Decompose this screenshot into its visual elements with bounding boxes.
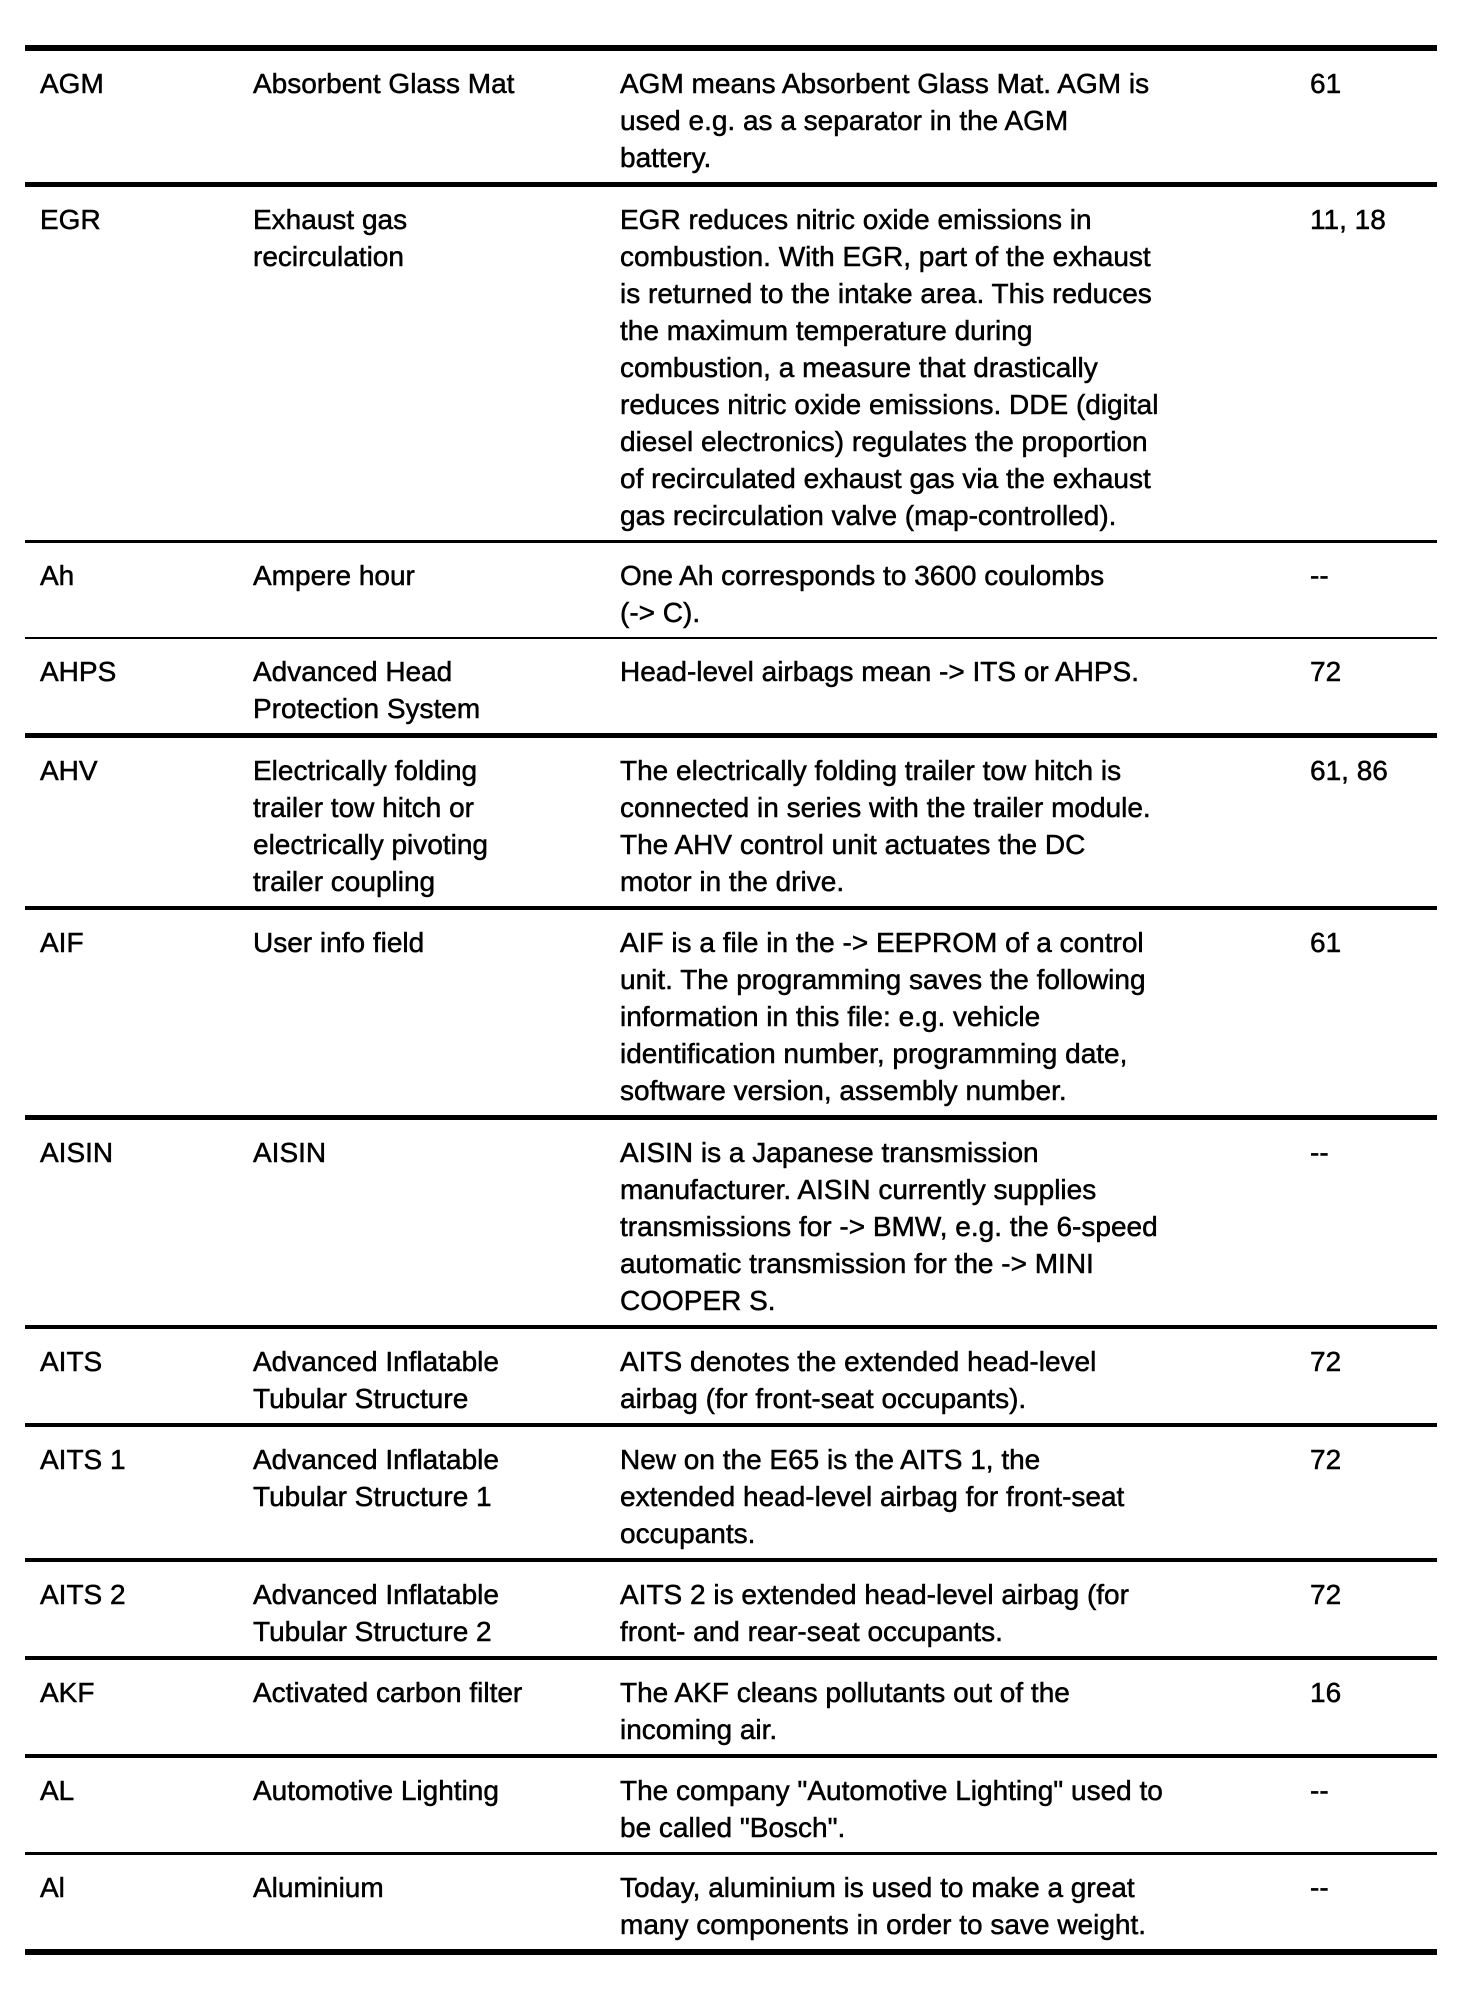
abbr-cell: AHV	[40, 755, 98, 787]
pages-cell: --	[1310, 1775, 1329, 1807]
table-row: Al Aluminium Today, aluminium is used to…	[25, 1855, 1437, 1955]
abbr-cell: AITS	[40, 1346, 103, 1378]
table-row: AISIN AISIN AISIN is a Japanese transmis…	[25, 1120, 1437, 1329]
pages-cell: --	[1310, 560, 1329, 592]
description-cell: AISIN is a Japanese transmission manufac…	[620, 1137, 1158, 1317]
description-cell: AIF is a file in the -> EEPROM of a cont…	[620, 927, 1146, 1107]
pages-cell: 16	[1310, 1677, 1342, 1709]
term-cell: Advanced Inflatable Tubular Structure	[253, 1346, 499, 1415]
description-cell: The electrically folding trailer tow hit…	[620, 755, 1151, 898]
term-cell: Advanced Inflatable Tubular Structure 1	[253, 1444, 499, 1513]
description-cell: Today, aluminium is used to make a great…	[620, 1872, 1147, 1941]
table-row: AHPS Advanced Head Protection System Hea…	[25, 639, 1437, 738]
abbr-cell: Ah	[40, 560, 75, 592]
abbr-cell: AIF	[40, 927, 84, 959]
description-cell: New on the E65 is the AITS 1, the extend…	[620, 1444, 1125, 1550]
pages-cell: 61	[1310, 68, 1342, 100]
pages-cell: 72	[1310, 1579, 1342, 1611]
table-row: AITS Advanced Inflatable Tubular Structu…	[25, 1329, 1437, 1427]
pages-cell: 72	[1310, 656, 1342, 688]
table-row: AITS 2 Advanced Inflatable Tubular Struc…	[25, 1562, 1437, 1660]
pages-cell: 61, 86	[1310, 755, 1388, 787]
description-cell: The AKF cleans pollutants out of the inc…	[620, 1677, 1070, 1746]
table-row: AIF User info field AIF is a file in the…	[25, 910, 1437, 1120]
abbr-cell: AITS 2	[40, 1579, 126, 1611]
description-cell: AGM means Absorbent Glass Mat. AGM is us…	[620, 68, 1150, 174]
term-cell: Activated carbon filter	[253, 1677, 523, 1709]
abbr-cell: AHPS	[40, 656, 117, 688]
abbr-cell: Al	[40, 1872, 65, 1904]
glossary-table: AGM Absorbent Glass Mat AGM means Absorb…	[25, 45, 1437, 1955]
abbr-cell: AGM	[40, 68, 104, 100]
term-cell: AISIN	[253, 1137, 327, 1169]
pages-cell: 72	[1310, 1346, 1342, 1378]
table-row: AL Automotive Lighting The company "Auto…	[25, 1758, 1437, 1855]
pages-cell: 72	[1310, 1444, 1342, 1476]
table-row: AITS 1 Advanced Inflatable Tubular Struc…	[25, 1427, 1437, 1562]
pages-cell: 61	[1310, 927, 1342, 959]
description-cell: AITS 2 is extended head-level airbag (fo…	[620, 1579, 1129, 1648]
abbr-cell: EGR	[40, 204, 101, 236]
description-cell: The company "Automotive Lighting" used t…	[620, 1775, 1163, 1844]
description-cell: EGR reduces nitric oxide emissions in co…	[620, 204, 1159, 532]
table-row: AKF Activated carbon filter The AKF clea…	[25, 1660, 1437, 1758]
description-cell: Head-level airbags mean -> ITS or AHPS.	[620, 656, 1140, 688]
term-cell: Aluminium	[253, 1872, 384, 1904]
term-cell: Absorbent Glass Mat	[253, 68, 515, 100]
pages-cell: --	[1310, 1137, 1329, 1169]
term-cell: Electrically folding trailer tow hitch o…	[253, 755, 489, 898]
term-cell: Exhaust gas recirculation	[253, 204, 408, 273]
table-row: EGR Exhaust gas recirculation EGR reduce…	[25, 187, 1437, 543]
term-cell: User info field	[253, 927, 425, 959]
abbr-cell: AL	[40, 1775, 75, 1807]
table-row: Ah Ampere hour One Ah corresponds to 360…	[25, 543, 1437, 639]
term-cell: Advanced Inflatable Tubular Structure 2	[253, 1579, 499, 1648]
term-cell: Ampere hour	[253, 560, 415, 592]
abbr-cell: AITS 1	[40, 1444, 126, 1476]
table-row: AHV Electrically folding trailer tow hit…	[25, 738, 1437, 910]
table-row: AGM Absorbent Glass Mat AGM means Absorb…	[25, 51, 1437, 187]
term-cell: Advanced Head Protection System	[253, 656, 481, 725]
description-cell: AITS denotes the extended head-level air…	[620, 1346, 1097, 1415]
pages-cell: --	[1310, 1872, 1329, 1904]
abbr-cell: AKF	[40, 1677, 95, 1709]
pages-cell: 11, 18	[1310, 204, 1386, 236]
abbr-cell: AISIN	[40, 1137, 114, 1169]
description-cell: One Ah corresponds to 3600 coulombs (-> …	[620, 560, 1105, 629]
term-cell: Automotive Lighting	[253, 1775, 499, 1807]
